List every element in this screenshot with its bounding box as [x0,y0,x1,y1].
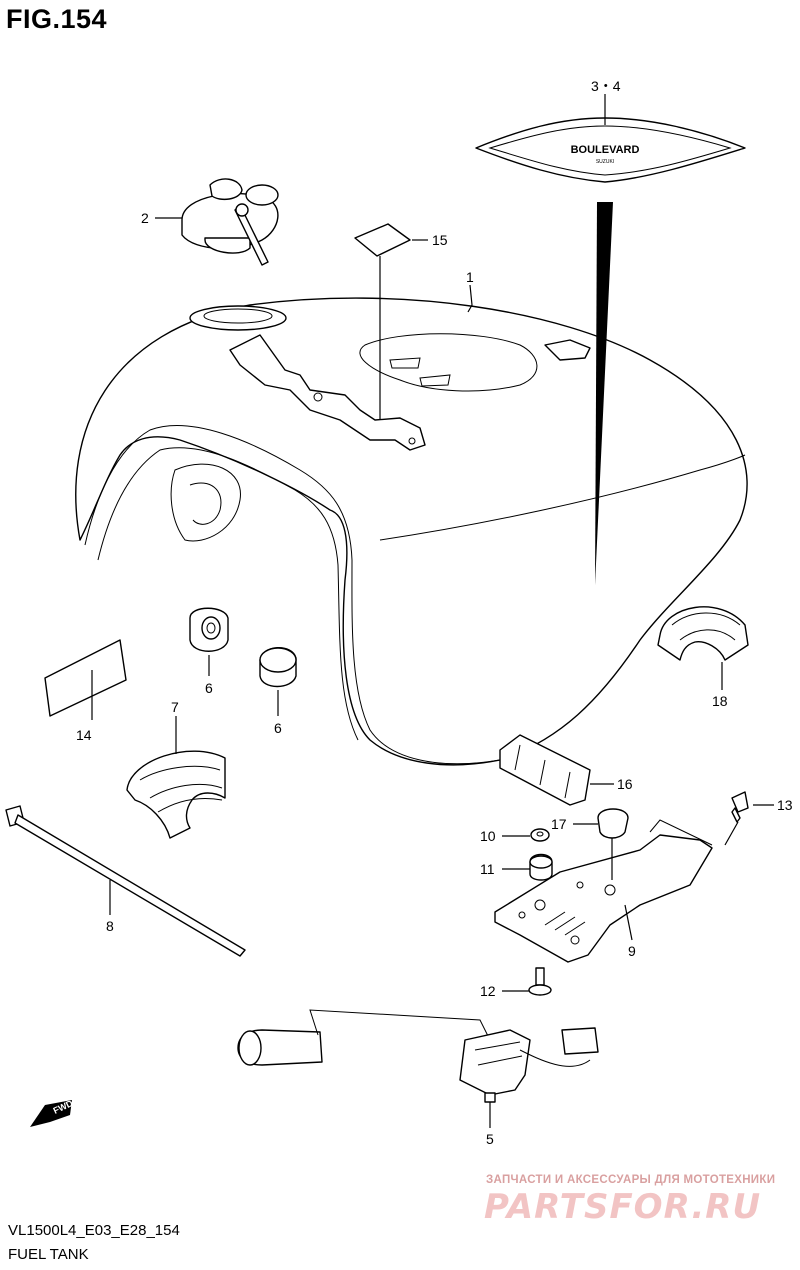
rubber-pad[interactable] [499,734,591,806]
rear-tank-bracket[interactable] [494,819,713,963]
emblem-text: BOULEVARD [571,144,640,156]
cushion-left[interactable] [189,607,229,652]
callout-1: 1 [466,269,474,285]
callout-7: 7 [171,699,179,715]
callout-9: 9 [628,943,636,959]
emblem-pointer [595,202,613,585]
leader-lines [91,94,774,1128]
callout-10: 10 [480,828,496,844]
washer-nut[interactable] [530,828,550,842]
callout-16: 16 [617,776,633,792]
bracket-cushion[interactable] [597,808,629,839]
fuel-level-gauge[interactable] [237,1009,599,1103]
callout-17: 17 [551,816,567,832]
cable-tie[interactable] [5,805,246,957]
info-label[interactable] [44,639,127,717]
callout-6-right: 6 [274,720,282,736]
fuel-tank[interactable] [75,297,748,766]
spacer-collar[interactable] [529,853,553,881]
callout-2: 2 [141,210,149,226]
section-name: FUEL TANK [8,1246,89,1263]
callout-3-4: 3・4 [591,78,621,94]
callout-5: 5 [486,1131,494,1147]
callout-13: 13 [777,797,793,813]
callout-6-left: 6 [205,680,213,696]
front-tank-cushion[interactable] [126,750,226,839]
callout-18: 18 [712,693,728,709]
rear-tank-cushion[interactable] [657,606,749,661]
callout-labels: 1 2 3・4 5 6 6 7 8 9 10 11 12 13 14 15 16… [76,78,793,1147]
watermark-tagline: ЗАПЧАСТИ И АКСЕССУАРЫ ДЛЯ МОТОТЕХНИКИ [486,1174,776,1186]
callout-14: 14 [76,727,92,743]
figure-title: FIG.154 [6,4,108,34]
fuel-cap-with-key[interactable] [181,178,279,266]
cushion-right[interactable] [259,647,297,688]
callout-12: 12 [480,983,496,999]
mounting-bolt[interactable] [528,967,552,996]
emblem-subtext: SUZUKI [596,159,614,165]
watermark-logo: PARTSFOR.RU [484,1187,762,1227]
forward-direction-badge: FWD [30,1098,75,1127]
callout-15: 15 [432,232,448,248]
boulevard-emblem[interactable]: BOULEVARD SUZUKI [475,117,746,183]
caution-decal[interactable] [354,223,411,257]
callout-8: 8 [106,918,114,934]
diagram-code: VL1500L4_E03_E28_154 [8,1222,180,1239]
callout-11: 11 [480,861,495,877]
bracket-bolt[interactable] [731,791,749,823]
